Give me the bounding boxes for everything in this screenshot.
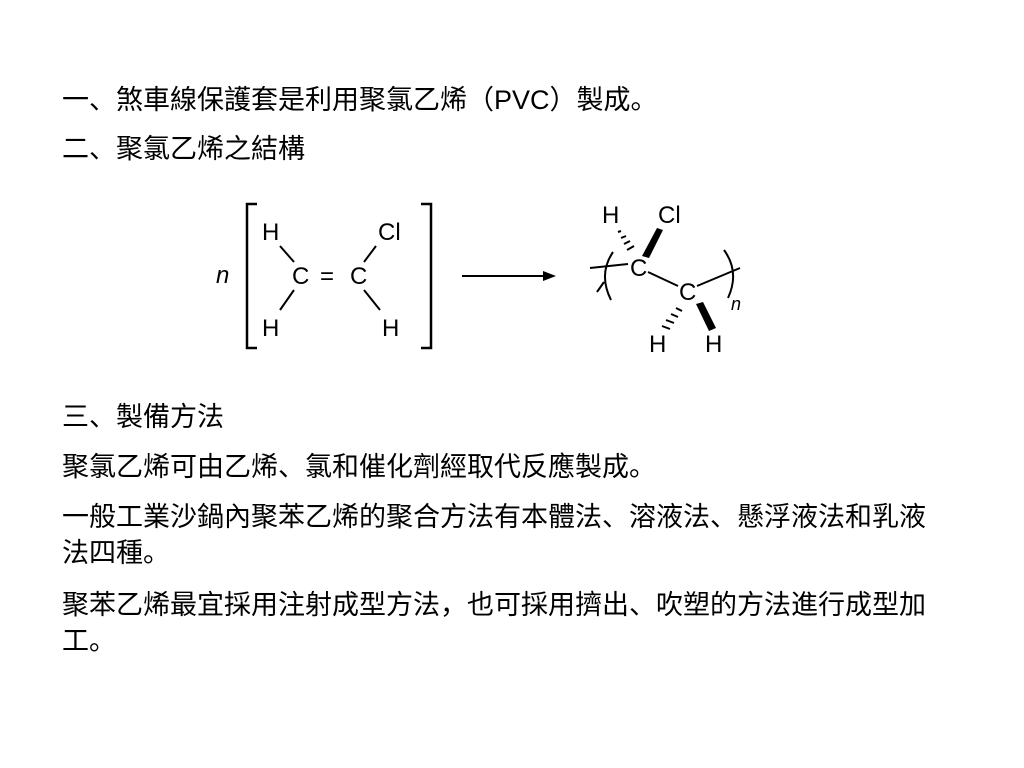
polymer-h-bottom-right: H [705, 331, 722, 358]
method-heading: 三、製備方法 [62, 402, 224, 433]
polymerization-diagram: n H Cl C = C H H H Cl C C [200, 190, 780, 365]
monomer-bond-h-top [279, 245, 295, 263]
intro-text-start: 一、煞車線保護套是利用聚氯乙烯（ [62, 85, 494, 116]
polymer-cl-top: Cl [658, 202, 681, 229]
polymer-c-lower: C [679, 279, 696, 306]
polymer-h-bottom-left: H [649, 331, 666, 358]
polymer-subscript-n: n [731, 294, 741, 314]
monomer-c-left: C [292, 263, 309, 290]
coefficient-n: n [216, 262, 229, 289]
polymer-right-paren [723, 249, 735, 299]
right-bracket [421, 202, 433, 350]
polymer-backbone-left [589, 263, 629, 269]
polymer-wedge-bond-cl [642, 228, 663, 258]
polymer-hashed-bond-top [617, 230, 635, 251]
monomer-bond-cl [363, 245, 377, 263]
intro-line: 一、煞車線保護套是利用聚氯乙烯（PVC）製成。 [62, 82, 962, 119]
monomer-bond-h-bottom-right [363, 289, 381, 311]
polymer-backbone-middle [647, 271, 679, 287]
reaction-scheme: n H Cl C = C H H H Cl C C [216, 202, 741, 358]
monomer-h-bottom-left: H [262, 315, 279, 342]
left-bracket [245, 202, 257, 350]
reaction-arrow-head [543, 271, 556, 281]
monomer-h-bottom-right: H [382, 315, 399, 342]
polymer-h-top: H [602, 202, 619, 229]
polymer-hashed-bond-bottom [661, 307, 683, 330]
polymer-wedge-bond-bottom [696, 302, 716, 331]
method-text-3: 聚苯乙烯最宜採用注射成型方法，也可採用擠出、吹塑的方法進行成型加工。 [62, 590, 926, 657]
pvc-abbreviation: PVC [494, 85, 550, 115]
monomer-cl-top: Cl [378, 219, 401, 246]
polymer-c-upper: C [630, 255, 647, 282]
monomer-bond-h-bottom-left [279, 289, 295, 311]
intro-text-end: ）製成。 [549, 85, 658, 116]
method-text-1: 聚氯乙烯可由乙烯、氯和催化劑經取代反應製成。 [62, 452, 656, 483]
monomer-c-right: C [350, 263, 367, 290]
monomer-h-top: H [262, 219, 279, 246]
polymer-left-paren [604, 251, 614, 301]
structure-heading: 二、聚氯乙烯之結構 [62, 134, 305, 165]
polymer-left-tick [596, 281, 605, 293]
monomer-double-bond: = [320, 263, 334, 290]
method-text-2: 一般工業沙鍋內聚苯乙烯的聚合方法有本體法、溶液法、懸浮液法和乳液法四種。 [62, 502, 926, 569]
